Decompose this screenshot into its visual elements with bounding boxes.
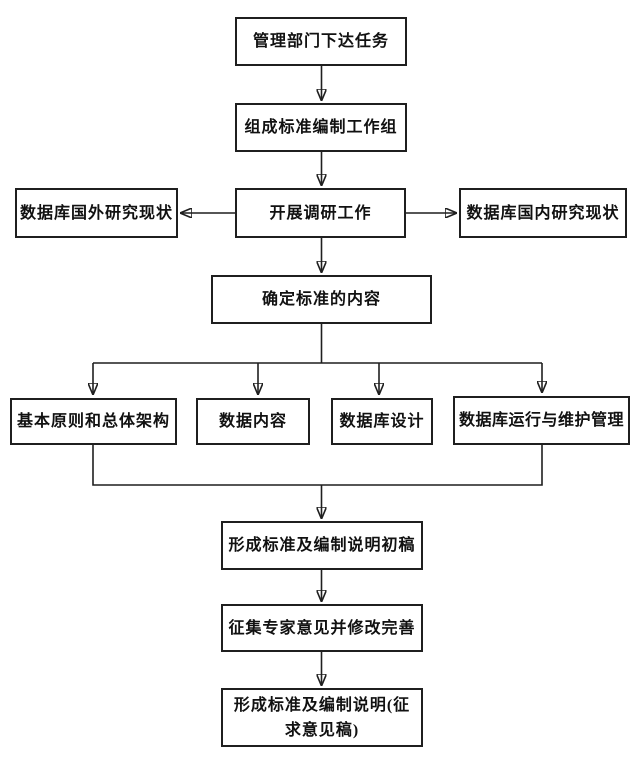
node-final: 形成标准及编制说明(征求意见稿) (221, 688, 423, 747)
node-task: 管理部门下达任务 (235, 17, 407, 66)
node-principles: 基本原则和总体架构 (10, 398, 177, 445)
node-foreign: 数据库国外研究现状 (15, 188, 178, 238)
node-expert: 征集专家意见并修改完善 (221, 604, 423, 652)
node-db-ops: 数据库运行与维护管理 (453, 396, 630, 445)
node-data-content: 数据内容 (196, 398, 310, 445)
node-db-design: 数据库设计 (331, 398, 433, 445)
node-survey: 开展调研工作 (235, 188, 406, 238)
node-domestic: 数据库国内研究现状 (459, 188, 627, 238)
node-workgroup: 组成标准编制工作组 (235, 103, 407, 152)
node-define: 确定标准的内容 (211, 275, 432, 324)
line-converge-bracket (92, 445, 543, 486)
node-draft: 形成标准及编制说明初稿 (221, 521, 423, 570)
